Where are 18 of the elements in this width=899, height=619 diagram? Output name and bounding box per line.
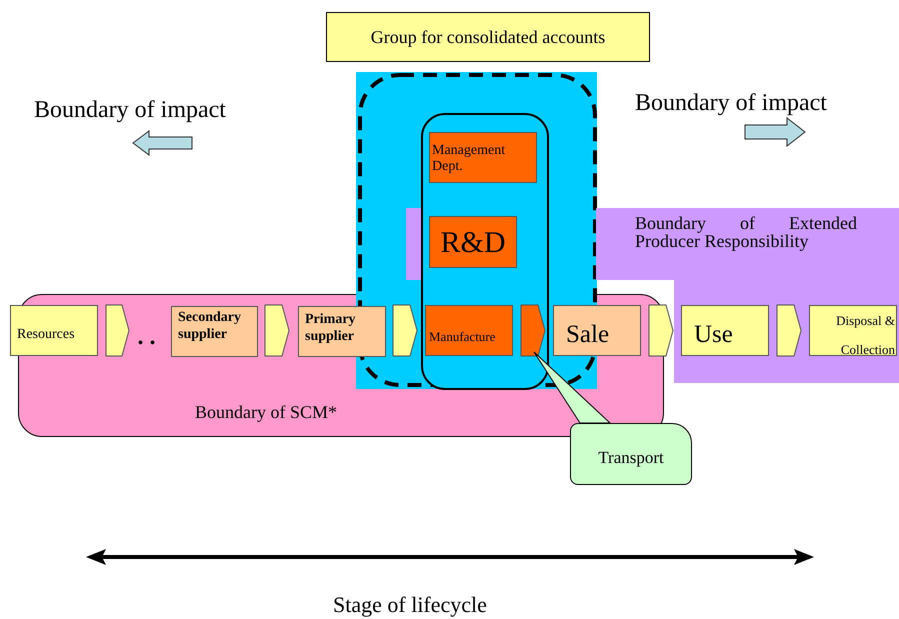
stage-box: Primary supplier: [298, 306, 386, 357]
callout-pointer: [534, 352, 612, 424]
stage-box: Manufacture: [425, 305, 513, 356]
stage-box: Resources: [10, 305, 98, 356]
boundary-label: Boundary of impact: [34, 96, 226, 125]
department-box: Management Dept.: [429, 132, 537, 183]
flow-chevron: [648, 304, 674, 356]
axis-label: Stage of lifecycle: [333, 591, 487, 619]
group-label-box: Group for consolidated accounts: [326, 12, 650, 62]
stage-box: Secondary supplier: [171, 306, 258, 357]
boundary-label: Boundary of impact: [635, 89, 827, 118]
stage-box: Disposal & Collection: [809, 305, 897, 356]
callout-box: Transport: [570, 423, 692, 485]
stage-box: Sale: [553, 305, 641, 356]
stage-box: Use: [681, 305, 769, 356]
region-label: Boundary of Extended Producer Responsibility: [635, 214, 857, 250]
edge-label: . .: [138, 325, 156, 349]
region-label: Boundary of SCM*: [195, 401, 338, 424]
